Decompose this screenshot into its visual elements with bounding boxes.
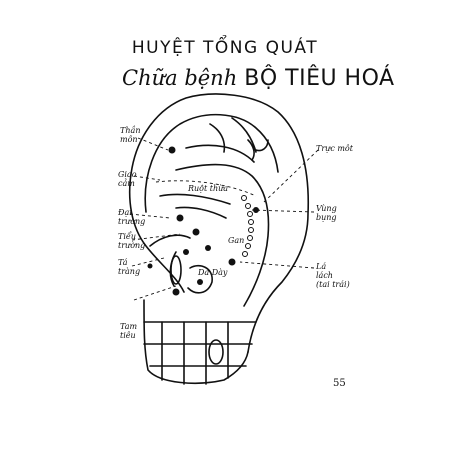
label-gan: Gan	[228, 236, 244, 245]
guide-line	[134, 286, 176, 300]
acupoint-dot	[183, 249, 189, 255]
acupoint-dot	[253, 207, 259, 213]
label-da-day: Da Dày	[198, 268, 227, 277]
acupoint-dot	[148, 264, 153, 269]
ear-triangular-fossa	[210, 118, 268, 160]
acupoint-dot	[177, 215, 184, 222]
ear-inner-helix	[145, 115, 278, 212]
label-truc-mot: Trực môt	[316, 144, 353, 153]
label-ruot-thua: Ruột thừa	[188, 184, 228, 193]
guide-line	[240, 262, 314, 268]
ear-lobe	[144, 300, 248, 383]
acupoint-dot	[205, 245, 211, 251]
acupoint-dot	[229, 259, 236, 266]
guide-line	[264, 150, 318, 202]
guide-line	[252, 210, 314, 212]
acupoint-dot	[173, 289, 180, 296]
page-number: 55	[333, 378, 346, 389]
ear-helix-crus	[160, 194, 230, 204]
acupoint-dot	[197, 279, 203, 285]
acupoint-dot	[193, 229, 200, 236]
acupoint-dot	[169, 147, 176, 154]
